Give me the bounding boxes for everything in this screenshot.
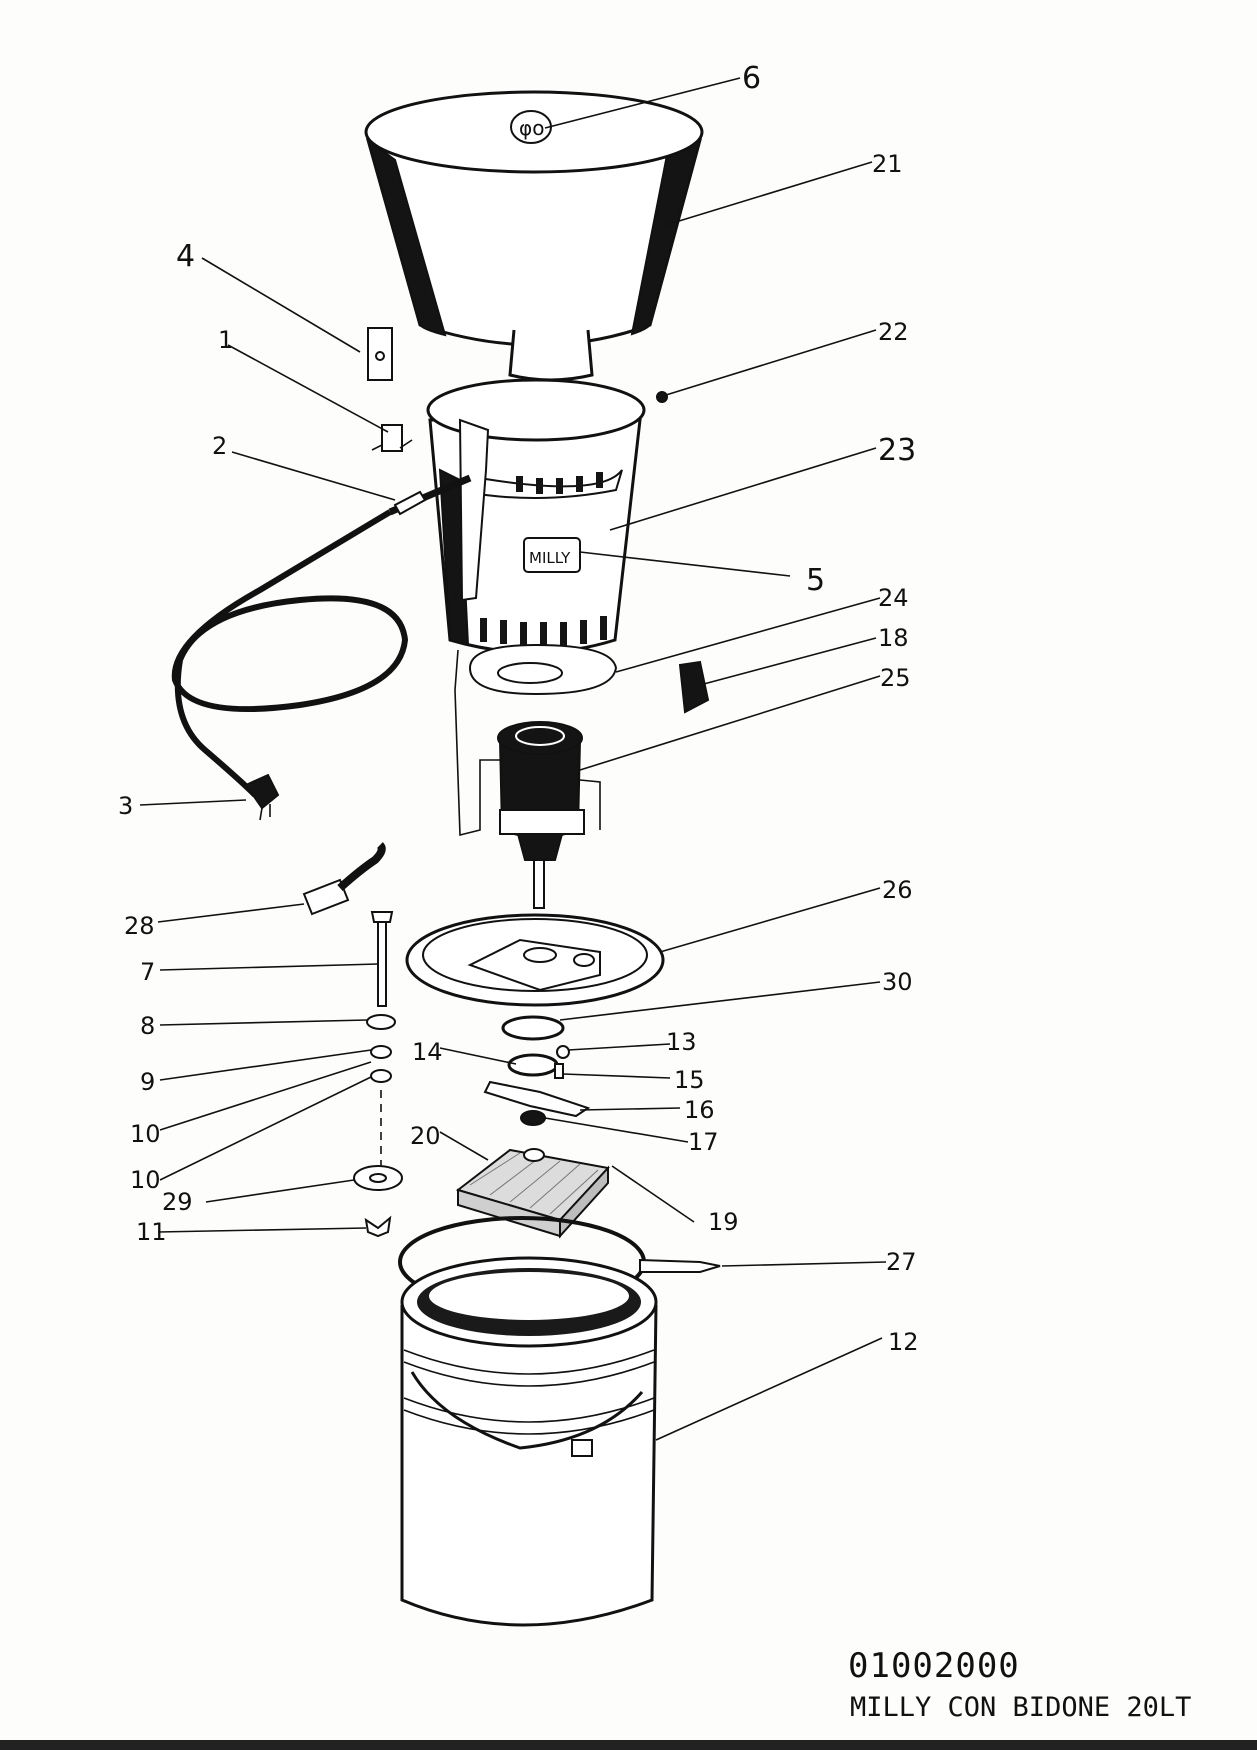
- switch-part-1: [371, 424, 413, 452]
- scan-edge: [0, 1740, 1257, 1750]
- part-label-14: 14: [412, 1038, 443, 1066]
- part-label-21: 21: [872, 150, 903, 178]
- part-label-11: 11: [136, 1218, 167, 1246]
- part-label-4: 4: [176, 239, 195, 274]
- part-label-25: 25: [880, 664, 911, 692]
- part-label-22: 22: [878, 318, 909, 346]
- cartridge-part-28: [302, 842, 386, 916]
- part-label-30: 30: [882, 968, 913, 996]
- document-title: MILLY CON BIDONE 20LT: [850, 1692, 1192, 1723]
- bolt-stack: [353, 911, 403, 1238]
- part-label-24: 24: [878, 584, 909, 612]
- leader-lines: [139, 77, 887, 1441]
- motor-part-25: [454, 649, 601, 909]
- part-label-28: 28: [124, 912, 155, 940]
- dial-symbol: φo: [519, 116, 544, 140]
- document-code: 01002000: [848, 1646, 1020, 1686]
- part-label-27: 27: [886, 1248, 917, 1276]
- part-label-20: 20: [410, 1122, 441, 1150]
- part-label-13: 13: [666, 1028, 697, 1056]
- part-label-3: 3: [118, 792, 133, 820]
- part-label-9: 9: [140, 1068, 155, 1096]
- switch-plate-part-4: [367, 327, 393, 381]
- part-label-7: 7: [140, 958, 155, 986]
- part-label-8: 8: [140, 1012, 155, 1040]
- brand-plate-text: MILLY: [529, 549, 571, 567]
- part-label-1: 1: [218, 326, 233, 354]
- bin-part-12: [400, 1256, 658, 1627]
- brand-plate: [523, 537, 581, 573]
- part-label-18: 18: [878, 624, 909, 652]
- vent-slots: [480, 472, 607, 646]
- part-label-12: 12: [888, 1328, 919, 1356]
- body-housing-part-23: MILLY: [426, 378, 646, 654]
- part-label-26: 26: [882, 876, 913, 904]
- gasket-part-24: [468, 643, 618, 696]
- sieve-part-19-20: [455, 1148, 610, 1239]
- part-label-10-upper: 10: [130, 1120, 161, 1148]
- power-cable-part-2-3: [171, 474, 472, 821]
- blade-assembly: [483, 1015, 591, 1126]
- part-label-5: 5: [806, 563, 825, 598]
- hopper-part-21: φo: [364, 90, 704, 382]
- screw-part-22: [656, 391, 668, 403]
- part-label-29: 29: [162, 1188, 193, 1216]
- part-label-6: 6: [742, 61, 761, 96]
- part-label-23: 23: [878, 433, 916, 468]
- part-label-2: 2: [212, 432, 227, 460]
- base-plate-part-26: [405, 913, 665, 1007]
- brush-part-18: [678, 660, 710, 714]
- part-label-17: 17: [688, 1128, 719, 1156]
- part-labels: 6 21 4 1 22 2 23 5 24 18 25 3 28 26 7 30…: [118, 61, 919, 1356]
- part-label-15: 15: [674, 1066, 705, 1094]
- part-label-16: 16: [684, 1096, 715, 1124]
- part-label-19: 19: [708, 1208, 739, 1236]
- part-label-10-lower: 10: [130, 1166, 161, 1194]
